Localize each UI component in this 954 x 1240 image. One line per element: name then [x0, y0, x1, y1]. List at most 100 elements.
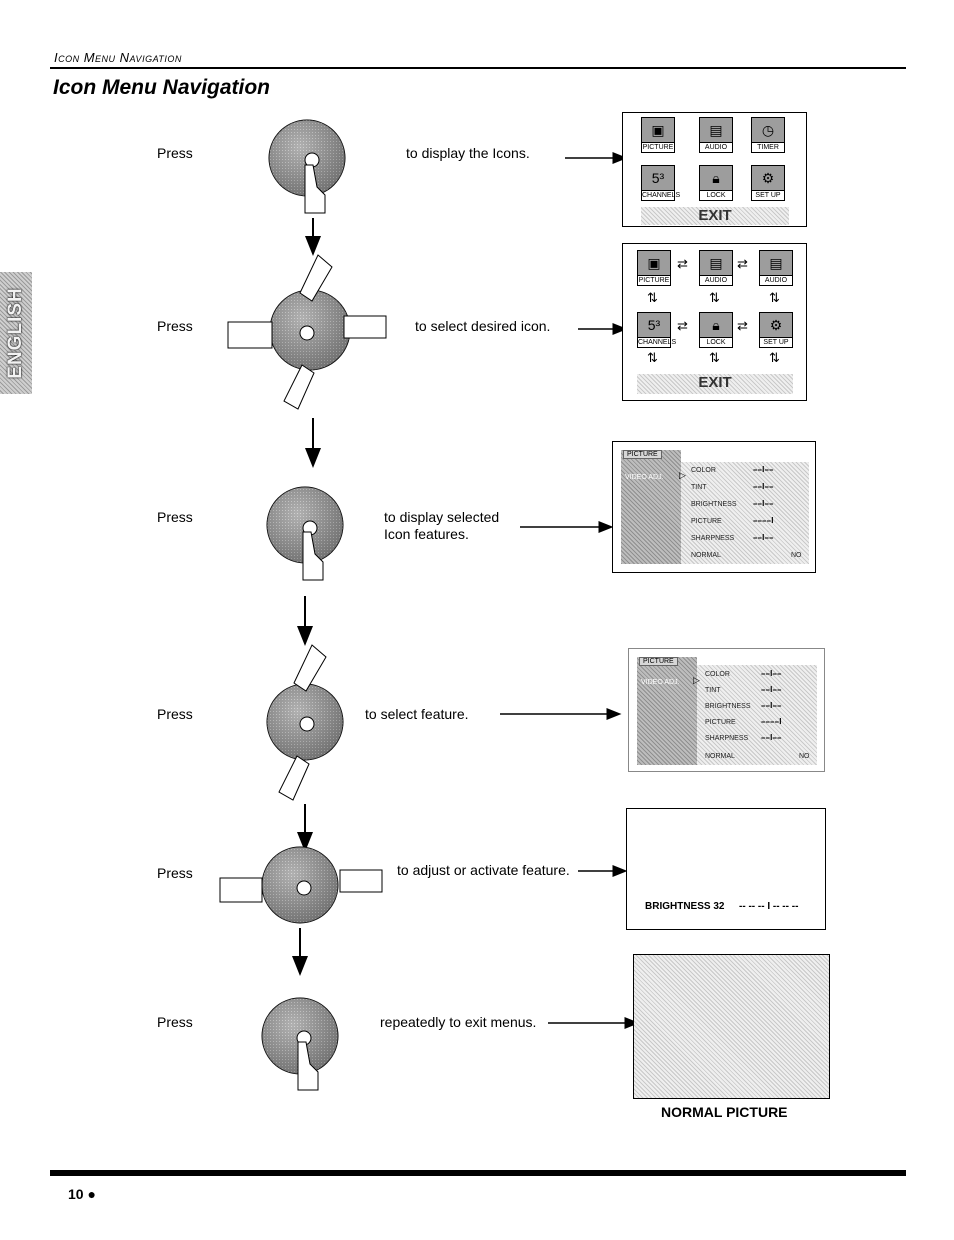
- brightness-bar: -- -- -- I -- -- --: [739, 901, 799, 912]
- step-1-text: to display the Icons.: [406, 145, 530, 161]
- pointing-hand-icon: [304, 164, 326, 214]
- pointing-hand-icon: [227, 321, 273, 349]
- menu-item-color: COLOR: [705, 671, 730, 678]
- step-3-text-line1: to display selected: [384, 509, 500, 525]
- navigation-button-icon: [269, 289, 351, 371]
- pointing-hand-icon: [293, 644, 327, 692]
- menu-tab: PICTURE: [623, 450, 662, 459]
- step-2-text: to select desired icon.: [415, 318, 551, 334]
- cursor-arrow-icon: ▷: [679, 470, 686, 480]
- level-bar: -- -- I -- --: [753, 482, 773, 491]
- level-bar: -- -- I -- --: [753, 499, 773, 508]
- navigation-arrows-icon: ⇄: [677, 318, 688, 333]
- menu-item-normal: NORMAL: [705, 753, 735, 760]
- navigation-arrows-icon: ⇅: [709, 290, 720, 305]
- level-bar: -- -- -- -- I: [761, 717, 781, 726]
- page-number: 10 ●: [68, 1186, 96, 1202]
- level-bar: -- -- I -- --: [761, 685, 781, 694]
- normal-picture-caption: NORMAL PICTURE: [661, 1104, 788, 1120]
- step-1-press: Press: [157, 145, 193, 161]
- navigation-arrows-icon: ⇄: [737, 318, 748, 333]
- page-title: Icon Menu Navigation: [53, 76, 271, 99]
- menu-item-brightness: BRIGHTNESS: [705, 703, 751, 710]
- picture-menu-icon: ▣PICTURE: [641, 117, 675, 153]
- step-2-press: Press: [157, 318, 193, 334]
- normal-value: NO: [791, 552, 802, 559]
- page-number-value: 10: [68, 1186, 84, 1202]
- action-button-icon: [266, 486, 344, 564]
- menu-item-tint: TINT: [691, 484, 707, 491]
- action-button-icon: [261, 997, 339, 1075]
- exit-bar: EXIT: [641, 207, 789, 225]
- step-5-press: Press: [157, 865, 193, 881]
- navigation-arrows-icon: ⇅: [709, 350, 720, 365]
- pointing-hand-icon: [297, 1041, 319, 1091]
- menu-item-color: COLOR: [691, 467, 716, 474]
- step-6-text: repeatedly to exit menus.: [380, 1014, 537, 1030]
- navigation-arrows-icon: ⇄: [677, 256, 688, 271]
- step-3-press: Press: [157, 509, 193, 525]
- adjust-button-icon: [261, 846, 339, 924]
- pointing-hand-icon: [343, 315, 387, 339]
- picture-menu-icon: ▣PICTURE: [637, 250, 671, 286]
- submenu-label: VIDEO ADJ.: [641, 679, 680, 686]
- audio-menu-icon: ▤AUDIO: [699, 117, 733, 153]
- step-4-text: to select feature.: [365, 706, 469, 722]
- normal-value: NO: [799, 753, 810, 760]
- pointing-hand-icon: [219, 877, 263, 903]
- pointing-hand-icon: [283, 364, 315, 410]
- setup-menu-icon: ⚙SET UP: [751, 165, 785, 201]
- adjust-screen: BRIGHTNESS 32 -- -- -- I -- -- --: [626, 808, 826, 930]
- level-bar: -- -- I -- --: [753, 533, 773, 542]
- pointing-hand-icon: [339, 869, 383, 893]
- timer-menu-icon: ◷TIMER: [751, 117, 785, 153]
- navigation-arrows-icon: ⇅: [769, 350, 780, 365]
- picture-menu-screen: PICTURE VIDEO ADJ. COLOR TINT BRIGHTNESS…: [612, 441, 816, 573]
- navigation-arrows-icon: ⇄: [737, 256, 748, 271]
- lock-menu-icon: 🔒︎LOCK: [699, 165, 733, 201]
- feature-select-screen: PICTURE VIDEO ADJ. COLOR TINT BRIGHTNESS…: [628, 648, 825, 772]
- step-4-press: Press: [157, 706, 193, 722]
- brightness-label: BRIGHTNESS 32: [645, 901, 725, 912]
- setup-menu-icon: ⚙SET UP: [759, 312, 793, 348]
- footer-rule: [50, 1170, 906, 1176]
- menu-tab: PICTURE: [639, 657, 678, 666]
- step-3-text-line2: Icon features.: [384, 526, 469, 542]
- menu-right-panel: [681, 462, 809, 564]
- pointing-hand-icon: [302, 531, 324, 581]
- step-5-text: to adjust or activate feature.: [397, 862, 570, 878]
- navigation-arrows-icon: ⇅: [769, 290, 780, 305]
- menu-item-picture: PICTURE: [691, 518, 722, 525]
- running-head: Icon Menu Navigation: [54, 50, 182, 65]
- menu-item-tint: TINT: [705, 687, 721, 694]
- select-button-icon: [266, 683, 344, 761]
- lock-menu-icon: 🔒︎LOCK: [699, 312, 733, 348]
- menu-left-panel: [621, 450, 681, 564]
- level-bar: -- -- I -- --: [753, 465, 773, 474]
- step-6-press: Press: [157, 1014, 193, 1030]
- bullet-icon: ●: [87, 1186, 96, 1202]
- language-tab: ENGLISH: [0, 272, 32, 394]
- cursor-arrow-icon: ▷: [693, 675, 700, 685]
- menu-left-panel: [637, 657, 697, 765]
- exit-bar: EXIT: [637, 374, 793, 394]
- action-button-icon: [268, 119, 346, 197]
- pointing-hand-icon: [299, 254, 333, 302]
- normal-picture-screen: [633, 954, 830, 1099]
- level-bar: -- -- I -- --: [761, 701, 781, 710]
- menu-item-brightness: BRIGHTNESS: [691, 501, 737, 508]
- menu-item-sharpness: SHARPNESS: [691, 535, 735, 542]
- menu-item-picture: PICTURE: [705, 719, 736, 726]
- audio-menu-icon: ▤AUDIO: [699, 250, 733, 286]
- menu-right-panel: [697, 665, 817, 765]
- audio-menu-icon: ▤AUDIO: [759, 250, 793, 286]
- navigation-arrows-icon: ⇅: [647, 290, 658, 305]
- navigation-arrows-icon: ⇅: [647, 350, 658, 365]
- level-bar: -- -- -- -- I: [753, 516, 773, 525]
- level-bar: -- -- I -- --: [761, 669, 781, 678]
